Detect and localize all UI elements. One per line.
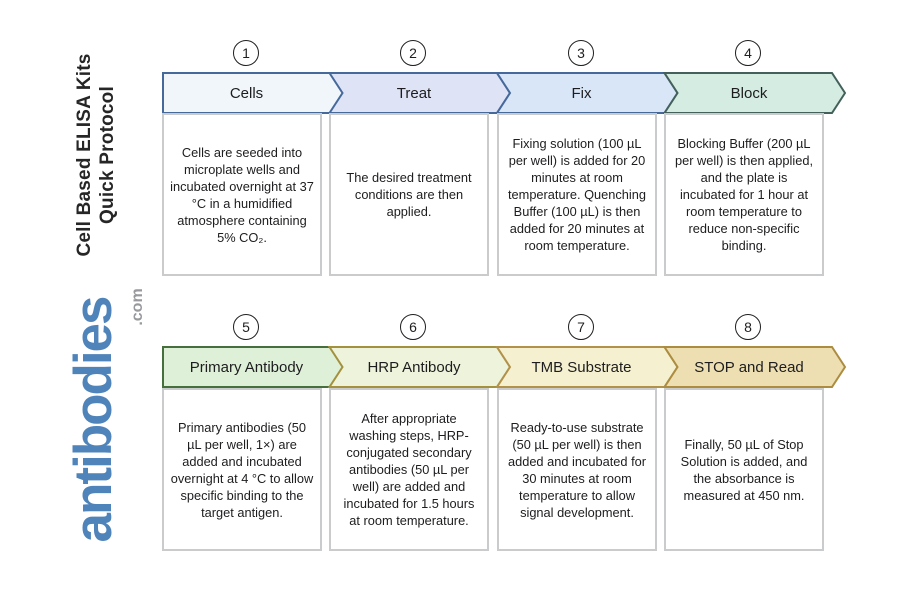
page-title: Cell Based ELISA Kits Quick Protocol bbox=[73, 40, 119, 270]
step-description-1: Cells are seeded into microplate wells a… bbox=[170, 144, 314, 245]
step-number-badge-5: 5 bbox=[233, 314, 259, 340]
step-description-3: Fixing solution (100 µL per well) is add… bbox=[507, 136, 646, 253]
step-description-box-8: Finally, 50 µL of Stop Solution is added… bbox=[664, 388, 824, 551]
step-label-tmb-substrate: TMB Substrate bbox=[531, 359, 631, 376]
step-description-box-6: After appropriate washing steps, HRP-con… bbox=[329, 388, 489, 551]
step-number-badge-4: 4 bbox=[735, 40, 761, 66]
step-description-box-5: Primary antibodies (50 µL per well, 1×) … bbox=[162, 388, 322, 551]
antibodies-logo: antibodies bbox=[64, 297, 123, 543]
step-label-treat: Treat bbox=[397, 85, 432, 102]
step-description-box-1: Cells are seeded into microplate wells a… bbox=[162, 113, 322, 276]
step-number-badge-6: 6 bbox=[400, 314, 426, 340]
step-number-badge-7: 7 bbox=[568, 314, 594, 340]
step-description-box-3: Fixing solution (100 µL per well) is add… bbox=[497, 113, 657, 276]
step-description-box-2: The desired treatment conditions are the… bbox=[329, 113, 489, 276]
step-arrow-band-row1: Cells Treat Fix Block bbox=[162, 72, 847, 114]
step-number-1: 1 bbox=[242, 45, 250, 61]
step-number-6: 6 bbox=[409, 319, 417, 335]
step-arrow-band-row2: Primary Antibody HRP Antibody TMB Substr… bbox=[162, 346, 847, 388]
page-title-line2: Quick Protocol bbox=[97, 86, 118, 224]
step-description-box-7: Ready-to-use substrate (50 µL per well) … bbox=[497, 388, 657, 551]
antibodies-logo-tld: .com bbox=[129, 288, 146, 326]
step-description-5: Primary antibodies (50 µL per well, 1×) … bbox=[170, 419, 314, 520]
step-description-4: Blocking Buffer (200 µL per well) is the… bbox=[675, 136, 813, 253]
step-number-badge-1: 1 bbox=[233, 40, 259, 66]
step-arrow-shape-block bbox=[662, 72, 847, 114]
step-number-badge-3: 3 bbox=[568, 40, 594, 66]
step-label-cells: Cells bbox=[230, 85, 263, 102]
step-label-fix: Fix bbox=[572, 85, 592, 102]
step-number-7: 7 bbox=[577, 319, 585, 335]
step-number-5: 5 bbox=[242, 319, 250, 335]
step-number-8: 8 bbox=[744, 319, 752, 335]
step-number-4: 4 bbox=[744, 45, 752, 61]
step-description-8: Finally, 50 µL of Stop Solution is added… bbox=[680, 436, 808, 503]
step-label-stop-and-read: STOP and Read bbox=[694, 359, 804, 376]
step-description-2: The desired treatment conditions are the… bbox=[346, 170, 472, 219]
step-number-badge-8: 8 bbox=[735, 314, 761, 340]
page-title-line1: Cell Based ELISA Kits bbox=[74, 53, 95, 257]
step-description-7: Ready-to-use substrate (50 µL per well) … bbox=[507, 419, 647, 520]
step-label-block: Block bbox=[731, 85, 768, 102]
step-number-2: 2 bbox=[409, 45, 417, 61]
step-label-hrp-antibody: HRP Antibody bbox=[367, 359, 461, 376]
step-label-primary-antibody: Primary Antibody bbox=[190, 359, 304, 376]
step-description-6: After appropriate washing steps, HRP-con… bbox=[343, 411, 475, 528]
step-arrow-shape-stop-and-read bbox=[662, 346, 847, 388]
step-number-badge-2: 2 bbox=[400, 40, 426, 66]
step-number-3: 3 bbox=[577, 45, 585, 61]
step-description-box-4: Blocking Buffer (200 µL per well) is the… bbox=[664, 113, 824, 276]
